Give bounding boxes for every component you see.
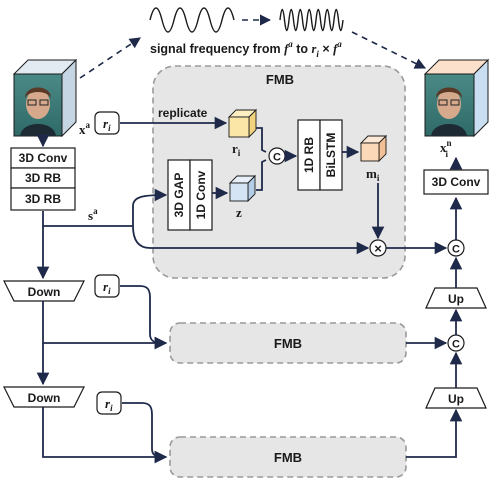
down-block-2 bbox=[3, 386, 85, 408]
fmb-level-2-label: FMB bbox=[274, 450, 302, 465]
multiply-circle-icon: × bbox=[369, 239, 387, 257]
z-feature-cube bbox=[228, 174, 257, 203]
replicate-label: replicate bbox=[158, 106, 208, 120]
rb-1d-label: 1D RB bbox=[302, 137, 316, 173]
fmb2-to-up2-arrow bbox=[406, 408, 463, 458]
ri-feature-label: ri bbox=[232, 141, 241, 158]
decoder-concat-circle-bottom: C bbox=[447, 334, 465, 352]
signal-to-output-dashed-arrow bbox=[351, 31, 427, 69]
m-feature-label: mi bbox=[366, 166, 380, 183]
svg-text:×: × bbox=[374, 241, 382, 256]
ri-tag-level-2 bbox=[96, 391, 122, 415]
encoder-3d-rb-2: 3D RB bbox=[25, 192, 61, 206]
encoder-3d-conv: 3D Conv bbox=[19, 151, 68, 165]
down-block-2-label: Down bbox=[28, 391, 61, 405]
gap-conv-stack: 3D GAP 1D Conv bbox=[167, 159, 213, 231]
signal-caption: signal frequency from fa to ri × fa bbox=[150, 39, 342, 59]
ri-tag-level-1-label: ri bbox=[103, 279, 111, 296]
up-block-1 bbox=[425, 287, 487, 309]
up-block-1-label: Up bbox=[448, 292, 464, 306]
encoder-stack: 3D Conv 3D RB 3D RB bbox=[10, 147, 76, 211]
down2-to-fmb2-arrow bbox=[42, 407, 168, 464]
encoder-3d-rb-1: 3D RB bbox=[25, 171, 61, 185]
decoder-3d-conv-box bbox=[423, 169, 489, 195]
input-label: xa bbox=[79, 120, 91, 137]
ri-to-fmb1-arrow bbox=[120, 285, 168, 350]
conv-1d-label: 1D Conv bbox=[194, 170, 208, 219]
svg-text:C: C bbox=[452, 244, 460, 256]
up-block-2 bbox=[425, 387, 487, 409]
svg-text:C: C bbox=[273, 152, 281, 164]
ri-to-fmb2-arrow bbox=[122, 402, 168, 464]
decoder-3d-conv-label: 3D Conv bbox=[432, 175, 481, 189]
svg-text:C: C bbox=[452, 339, 460, 351]
ri-input-tag bbox=[94, 111, 120, 135]
high-frequency-wave-icon bbox=[279, 8, 344, 32]
rb-bilstm-stack: 1D RB BiLSTM bbox=[297, 119, 343, 191]
decoder-concat-circle-top: C bbox=[447, 239, 465, 257]
low-frequency-wave-icon bbox=[149, 7, 235, 33]
up-block-2-label: Up bbox=[448, 392, 464, 406]
ri-tag-level-2-label: ri bbox=[105, 396, 113, 413]
bilstm-label: BiLSTM bbox=[324, 133, 338, 178]
z-feature-label: z bbox=[236, 205, 242, 220]
fmb-main-title: FMB bbox=[266, 72, 294, 87]
concat-circle-icon: C bbox=[268, 147, 286, 165]
skip-label: sa bbox=[88, 206, 98, 223]
z-to-concat-wire bbox=[256, 159, 267, 191]
fmb-level-1-label: FMB bbox=[274, 336, 302, 351]
face-icon bbox=[431, 87, 467, 136]
down1-to-fmb1-arrow bbox=[42, 301, 168, 350]
output-video-cube bbox=[423, 58, 490, 138]
ri-feature-cube bbox=[227, 108, 258, 139]
skip-to-multiply-arrow bbox=[132, 225, 370, 255]
ri-input-tag-label: ri bbox=[103, 116, 111, 133]
gap-3d-label: 3D GAP bbox=[172, 173, 186, 218]
ri-to-concat-wire bbox=[256, 127, 267, 153]
ri-tag-level-1 bbox=[94, 274, 120, 298]
input-to-signal-dashed-arrow bbox=[79, 37, 141, 79]
face-icon bbox=[20, 87, 56, 136]
down-block-1-label: Down bbox=[28, 285, 61, 299]
down-block-1 bbox=[3, 280, 85, 302]
skip-to-gap-arrow bbox=[132, 188, 168, 226]
m-feature-cube bbox=[359, 134, 388, 163]
input-video-cube bbox=[12, 58, 78, 138]
